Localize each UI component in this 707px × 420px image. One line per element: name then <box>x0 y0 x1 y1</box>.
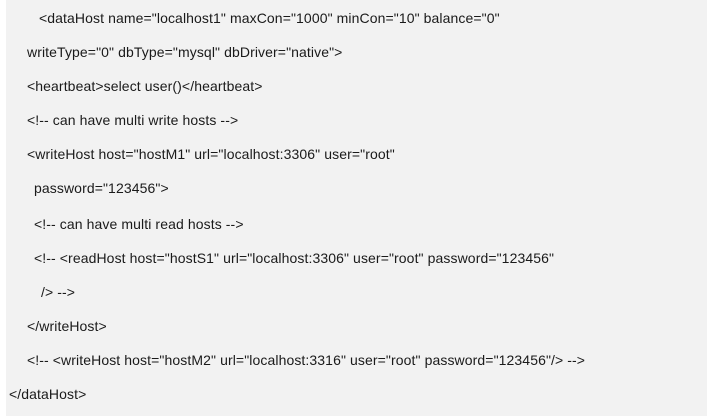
code-line-9: /> --> <box>41 284 76 300</box>
code-line-6: password="123456"> <box>34 180 169 196</box>
code-line-5: <writeHost host="hostM1" url="localhost:… <box>27 146 395 162</box>
code-line-2: writeType="0" dbType="mysql" dbDriver="n… <box>27 44 343 60</box>
code-line-8: <!-- <readHost host="hostS1" url="localh… <box>34 250 555 266</box>
code-line-10: </writeHost> <box>27 318 107 334</box>
code-line-12: </dataHost> <box>9 386 87 402</box>
code-line-1: <dataHost name="localhost1" maxCon="1000… <box>39 10 500 26</box>
code-block: <dataHost name="localhost1" maxCon="1000… <box>6 0 707 416</box>
code-line-4: <!-- can have multi write hosts --> <box>27 112 239 128</box>
code-line-7: <!-- can have multi read hosts --> <box>34 216 244 232</box>
code-line-11: <!-- <writeHost host="hostM2" url="local… <box>27 352 586 368</box>
code-line-3: <heartbeat>select user()</heartbeat> <box>27 78 263 94</box>
